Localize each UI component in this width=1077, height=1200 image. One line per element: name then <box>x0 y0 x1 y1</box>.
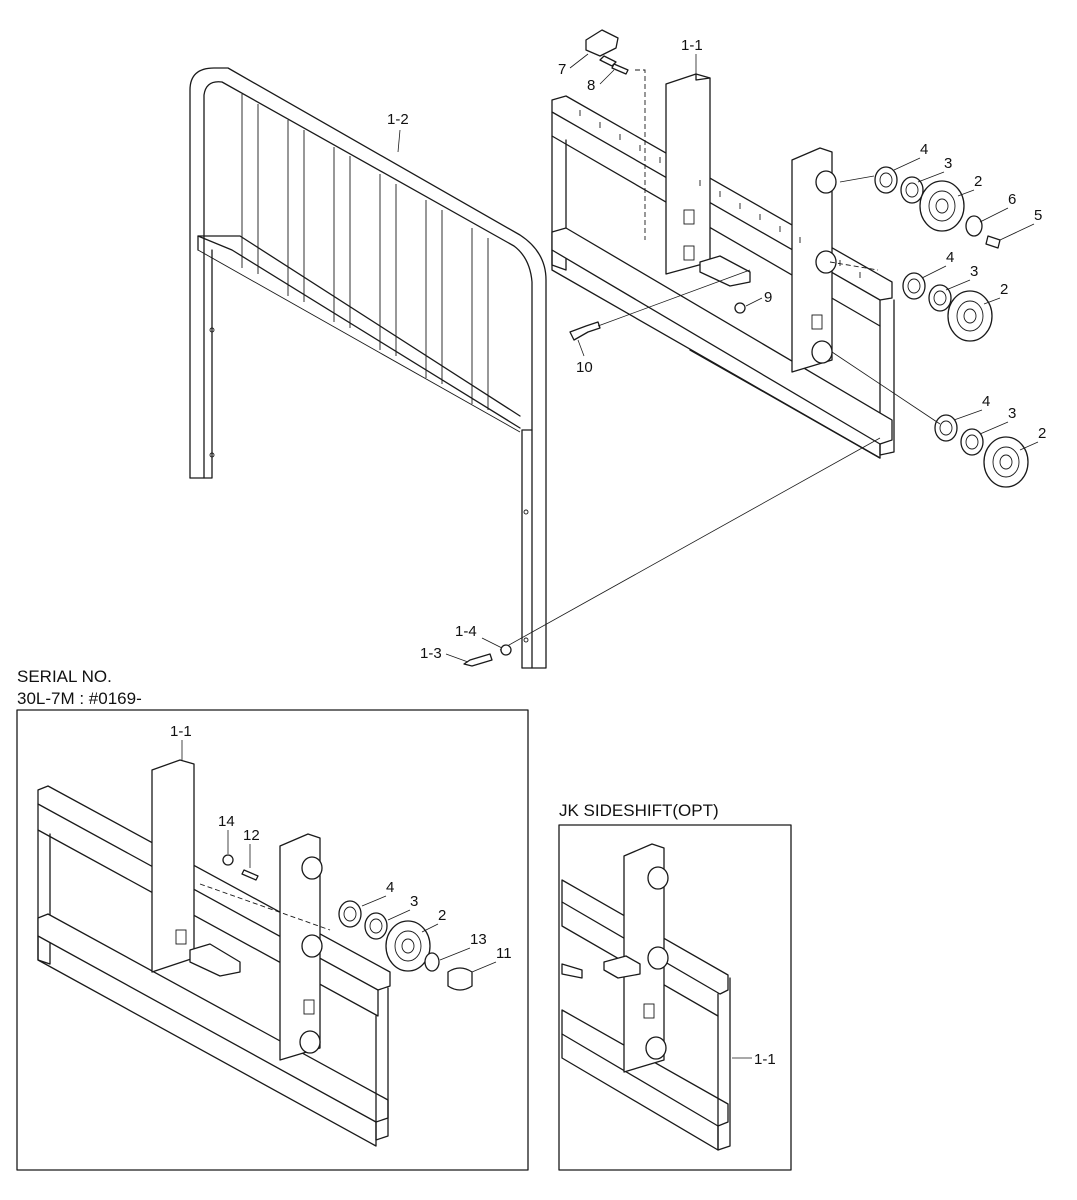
callout-label: 1-1 <box>170 723 192 740</box>
callout-label: 10 <box>576 359 593 376</box>
callout-label: 1-4 <box>455 623 477 640</box>
callout-label: 1-1 <box>681 37 703 54</box>
callout-label: 4 <box>920 141 928 158</box>
callout-label: 9 <box>764 289 772 306</box>
callout-label: 13 <box>470 931 487 948</box>
callout-label: 4 <box>982 393 990 410</box>
serial-header-line2: 30L-7M : #0169- <box>17 689 142 708</box>
fasteners-main <box>499 29 881 651</box>
callout-label: 6 <box>1008 191 1016 208</box>
callout-label: 4 <box>386 879 394 896</box>
serial-box <box>16 709 529 1171</box>
callout-label: 14 <box>218 813 235 830</box>
bolt-1-3-washer-1-4 <box>463 644 512 667</box>
callout-label: 2 <box>1000 281 1008 298</box>
callout-label: 2 <box>438 907 446 924</box>
callout-label: 3 <box>970 263 978 280</box>
callouts-serial: 1-1 14 12 4 3 2 13 11 <box>170 723 512 973</box>
callout-label: 3 <box>944 155 952 172</box>
rollers-row-3 <box>831 351 1029 488</box>
callout-label: 1-3 <box>420 645 442 662</box>
serial-header-line1: SERIAL NO. <box>17 667 112 686</box>
carriage-jk <box>561 843 752 1151</box>
jk-sideshift-header: JK SIDESHIFT(OPT) <box>559 801 719 820</box>
rollers-row-2 <box>902 272 993 342</box>
callout-label: 8 <box>587 77 595 94</box>
load-backrest <box>189 67 547 669</box>
carriage-main <box>551 69 895 459</box>
callout-label: 11 <box>496 945 512 962</box>
callout-label: 3 <box>1008 405 1016 422</box>
callout-label: 1-1 <box>754 1051 776 1068</box>
callout-label: 5 <box>1034 207 1042 224</box>
callout-label: 2 <box>974 173 982 190</box>
callout-label: 2 <box>1038 425 1046 442</box>
callout-label: 1-2 <box>387 111 409 128</box>
callout-label: 3 <box>410 893 418 910</box>
callout-label: 12 <box>243 827 260 844</box>
rollers-row-1 <box>839 166 1001 249</box>
callout-label: 7 <box>558 61 566 78</box>
callouts-main: 1-1 1-2 1-3 1-4 2 2 2 3 3 3 4 4 4 5 6 7 … <box>387 37 1046 663</box>
carriage-serial <box>37 759 473 1147</box>
callout-label: 4 <box>946 249 954 266</box>
jk-sideshift-box <box>558 824 792 1171</box>
callouts-jk: 1-1 <box>754 1051 776 1068</box>
